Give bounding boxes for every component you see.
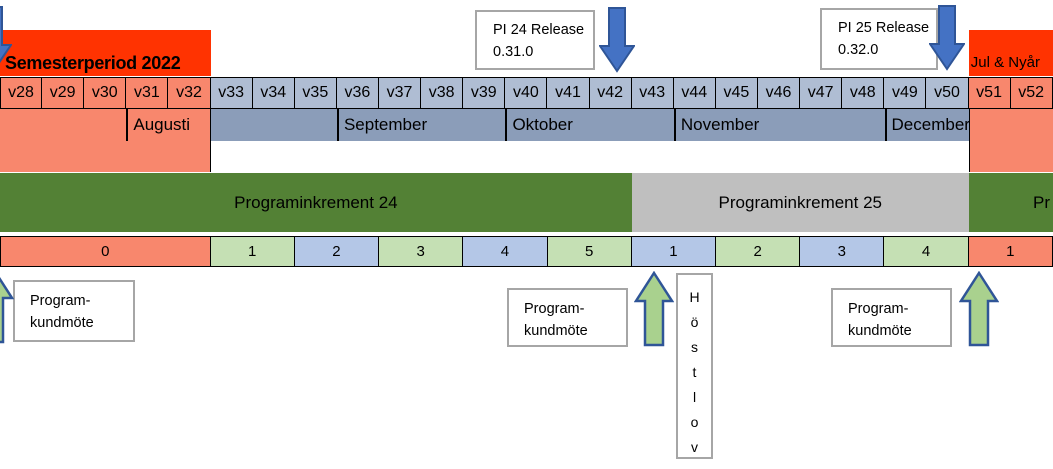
week-cell-v36: v36: [336, 77, 379, 109]
pi25-release-arrow-icon: [929, 5, 965, 71]
program-increment-pi24: Programinkrement 24: [0, 173, 632, 232]
week-cell-v32: v32: [168, 77, 211, 109]
program-kundmote-callout-2: Program-kundmöte: [831, 288, 952, 347]
hostlov-letter: o: [690, 414, 699, 430]
hostlov-letter: l: [692, 389, 697, 405]
sprint-cell-5: 5: [547, 236, 632, 267]
program-increment-pi25: Programinkrement 25: [631, 173, 969, 232]
pi25-start-arrow-icon: [634, 271, 674, 347]
week-cell-v47: v47: [800, 77, 843, 109]
week-cell-v44: v44: [673, 77, 716, 109]
week-cell-v46: v46: [757, 77, 801, 109]
program-kundmote-line2: kundmöte: [524, 323, 588, 339]
sprint-cell-2: 2: [294, 236, 380, 267]
sprint-cell-9: 4: [884, 236, 969, 267]
program-kundmote-line1: Program-: [30, 293, 91, 309]
week-cell-v48: v48: [842, 77, 885, 109]
month-band-main: [210, 109, 969, 141]
sprint-cell-6: 1: [631, 236, 716, 267]
program-kundmote-callout-0: Program-kundmöte: [13, 280, 135, 342]
week-cell-v40: v40: [505, 77, 548, 109]
month-label-december: December: [884, 109, 970, 141]
holiday-band-right: [968, 141, 1053, 172]
week-cell-v52: v52: [1010, 77, 1053, 109]
jul-nyar-banner: Jul & Nyår: [968, 30, 1053, 76]
month-label-oktober: Oktober: [505, 109, 573, 141]
sprint-cell-7: 2: [716, 236, 801, 267]
week-cell-v43: v43: [631, 77, 674, 109]
program-kundmote-line1: Program-: [524, 301, 585, 317]
month-row: Augusti September Oktober November December: [0, 109, 1053, 141]
sprint-cell-1: 1: [210, 236, 295, 267]
week-cell-v34: v34: [252, 77, 295, 109]
holiday-underband: [0, 141, 1053, 172]
week-cell-v29: v29: [42, 77, 85, 109]
week-cell-v31: v31: [126, 77, 169, 109]
program-kundmote-line2: kundmöte: [30, 315, 94, 331]
week-cell-v49: v49: [884, 77, 927, 109]
program-increment-pi24-label: Programinkrement 24: [234, 192, 398, 212]
program-increment-row: Programinkrement 24 Programinkrement 25 Pr: [0, 173, 1053, 232]
week-cell-v41: v41: [547, 77, 590, 109]
month-label-november: November: [673, 109, 759, 141]
week-cell-v38: v38: [421, 77, 464, 109]
semester-period-banner: Semesterperiod 2022: [0, 30, 211, 76]
hostlov-letter: s: [691, 339, 698, 355]
week-cell-v50: v50: [926, 77, 969, 109]
pi25-release-callout: PI 25 Release 0.32.0: [820, 8, 938, 70]
program-kundmote-line2: kundmöte: [848, 323, 912, 339]
jul-nyar-label: Jul & Nyår: [970, 54, 1040, 71]
pi25-release-version: 0.32.0: [838, 42, 879, 58]
sprint-cell-3: 3: [379, 236, 464, 267]
week-cell-v42: v42: [589, 77, 632, 109]
week-cell-v30: v30: [84, 77, 127, 109]
sprint-cell-8: 3: [800, 236, 885, 267]
program-kundmote-callout-1: Program-kundmöte: [507, 288, 628, 347]
semester-period-label: Semesterperiod 2022: [5, 53, 181, 73]
pi24-release-callout: PI 24 Release 0.31.0: [475, 10, 595, 70]
week-cell-v28: v28: [0, 77, 43, 109]
week-cell-v35: v35: [294, 77, 337, 109]
pi25-release-title: PI 25 Release: [838, 20, 930, 36]
pi24-release-arrow-icon: [599, 7, 635, 73]
pi24-release-title: PI 24 Release: [493, 22, 585, 38]
week-cell-v33: v33: [210, 77, 253, 109]
clipped-release-arrow-icon: [0, 6, 12, 63]
week-cell-v37: v37: [378, 77, 422, 109]
hostlov-letter: ö: [690, 314, 699, 330]
program-kundmote-line1: Program-: [848, 301, 909, 317]
hostlov-letter: t: [692, 364, 697, 380]
month-band-holiday-left: [0, 109, 211, 141]
week-cell-v45: v45: [715, 77, 758, 109]
sprint-cell-0: 0: [0, 236, 211, 267]
holiday-band-left: [0, 141, 211, 172]
clipped-kundmote-arrow-icon: [0, 277, 14, 344]
month-band-holiday-right: [968, 109, 1053, 141]
hostlov-letter: H: [689, 289, 700, 305]
sprint-cell-10: 1: [968, 236, 1053, 267]
month-label-september: September: [336, 109, 427, 141]
program-increment-pi26-partial: Pr: [968, 173, 1053, 232]
sprint-cell-4: 4: [463, 236, 548, 267]
underband-spacer: [211, 141, 969, 172]
week-cell-v39: v39: [463, 77, 506, 109]
month-label-augusti: Augusti: [126, 109, 190, 141]
program-increment-pi26-partial-label: Pr: [1032, 192, 1050, 212]
pi24-release-version: 0.31.0: [493, 44, 534, 60]
hostlov-letter: v: [691, 439, 698, 455]
program-increment-pi25-label: Programinkrement 25: [718, 192, 882, 212]
pi26-start-arrow-icon: [959, 271, 999, 347]
week-cell-v51: v51: [968, 77, 1011, 109]
